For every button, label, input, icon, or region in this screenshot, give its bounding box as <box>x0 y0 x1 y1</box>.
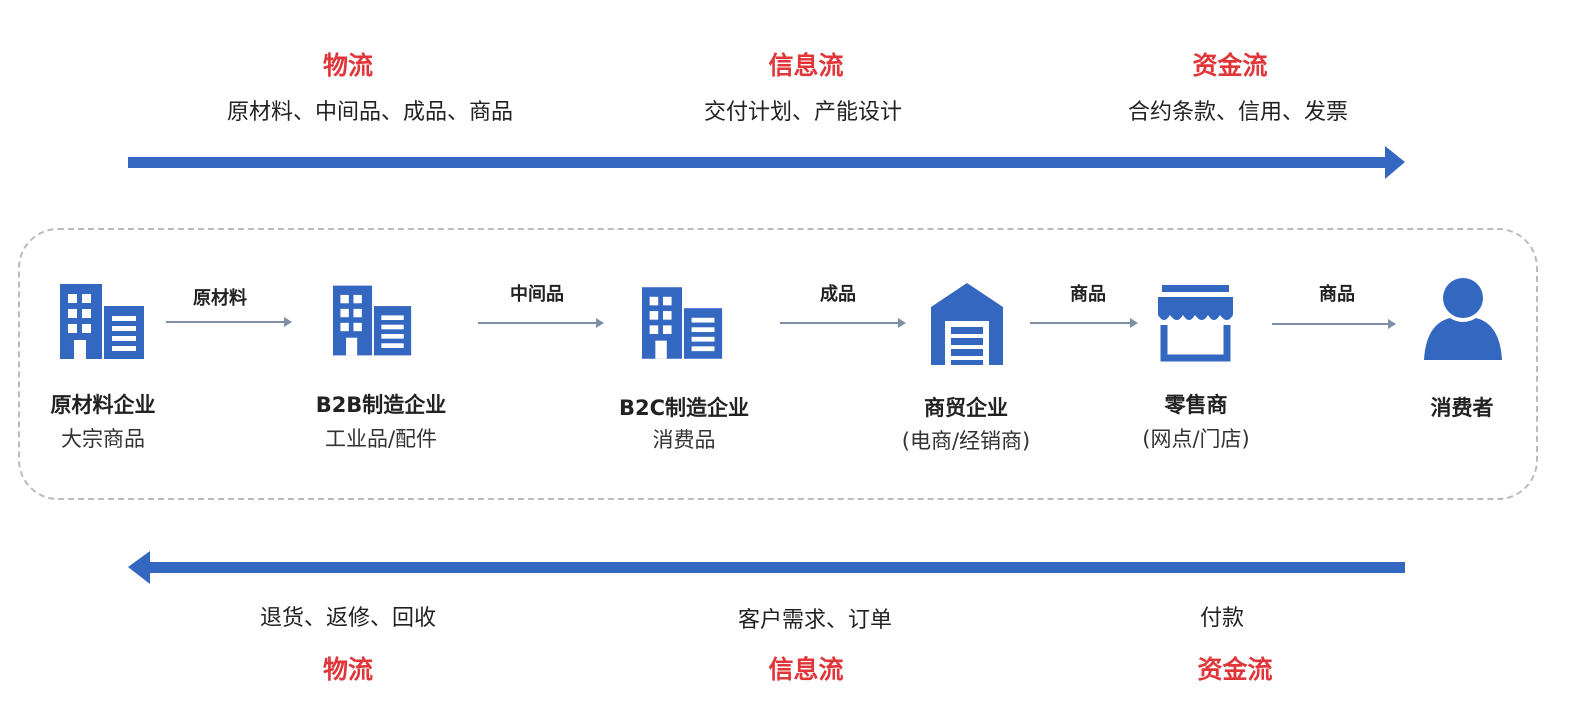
flow-label: 原材料 <box>193 288 247 309</box>
flow-label: 中间品 <box>510 284 564 305</box>
node-name: 消费者 <box>1430 396 1494 420</box>
top-desc-funds: 合约条款、信用、发票 <box>1127 100 1349 125</box>
store-icon <box>1158 285 1233 362</box>
node-sub: 大宗商品 <box>61 427 145 451</box>
top-title-logistics: 物流 <box>322 51 374 80</box>
supply-chain-box <box>18 228 1538 500</box>
node-name: 原材料企业 <box>50 393 156 417</box>
bottom-title-info: 信息流 <box>768 655 844 684</box>
top-desc-logistics: 原材料、中间品、成品、商品 <box>226 100 514 125</box>
node-name: 零售商 <box>1164 393 1228 417</box>
node-sub: (电商/经销商) <box>901 429 1031 453</box>
top-title-funds: 资金流 <box>1192 51 1268 80</box>
flow-label: 成品 <box>820 284 856 305</box>
building-icon <box>642 287 723 359</box>
user-icon <box>1424 278 1502 360</box>
bottom-desc-info: 客户需求、订单 <box>737 608 893 633</box>
node-sub: (网点/门店) <box>1142 427 1250 451</box>
flow-label: 商品 <box>1070 284 1106 305</box>
node-name: 商贸企业 <box>924 396 1008 420</box>
bottom-desc-logistics: 退货、返修、回收 <box>259 606 437 631</box>
node-name: B2C制造企业 <box>618 396 750 420</box>
flow-label: 商品 <box>1319 284 1355 305</box>
node-name: B2B制造企业 <box>315 393 447 417</box>
building-icon <box>333 285 412 356</box>
top-title-info: 信息流 <box>768 51 844 80</box>
top-desc-info: 交付计划、产能设计 <box>703 100 903 125</box>
building-icon <box>60 284 144 359</box>
warehouse-icon <box>931 283 1003 365</box>
bottom-title-funds: 资金流 <box>1197 655 1273 684</box>
bottom-desc-funds: 付款 <box>1199 606 1245 631</box>
node-sub: 消费品 <box>652 428 716 452</box>
bottom-title-logistics: 物流 <box>322 655 374 684</box>
node-sub: 工业品/配件 <box>324 427 438 451</box>
